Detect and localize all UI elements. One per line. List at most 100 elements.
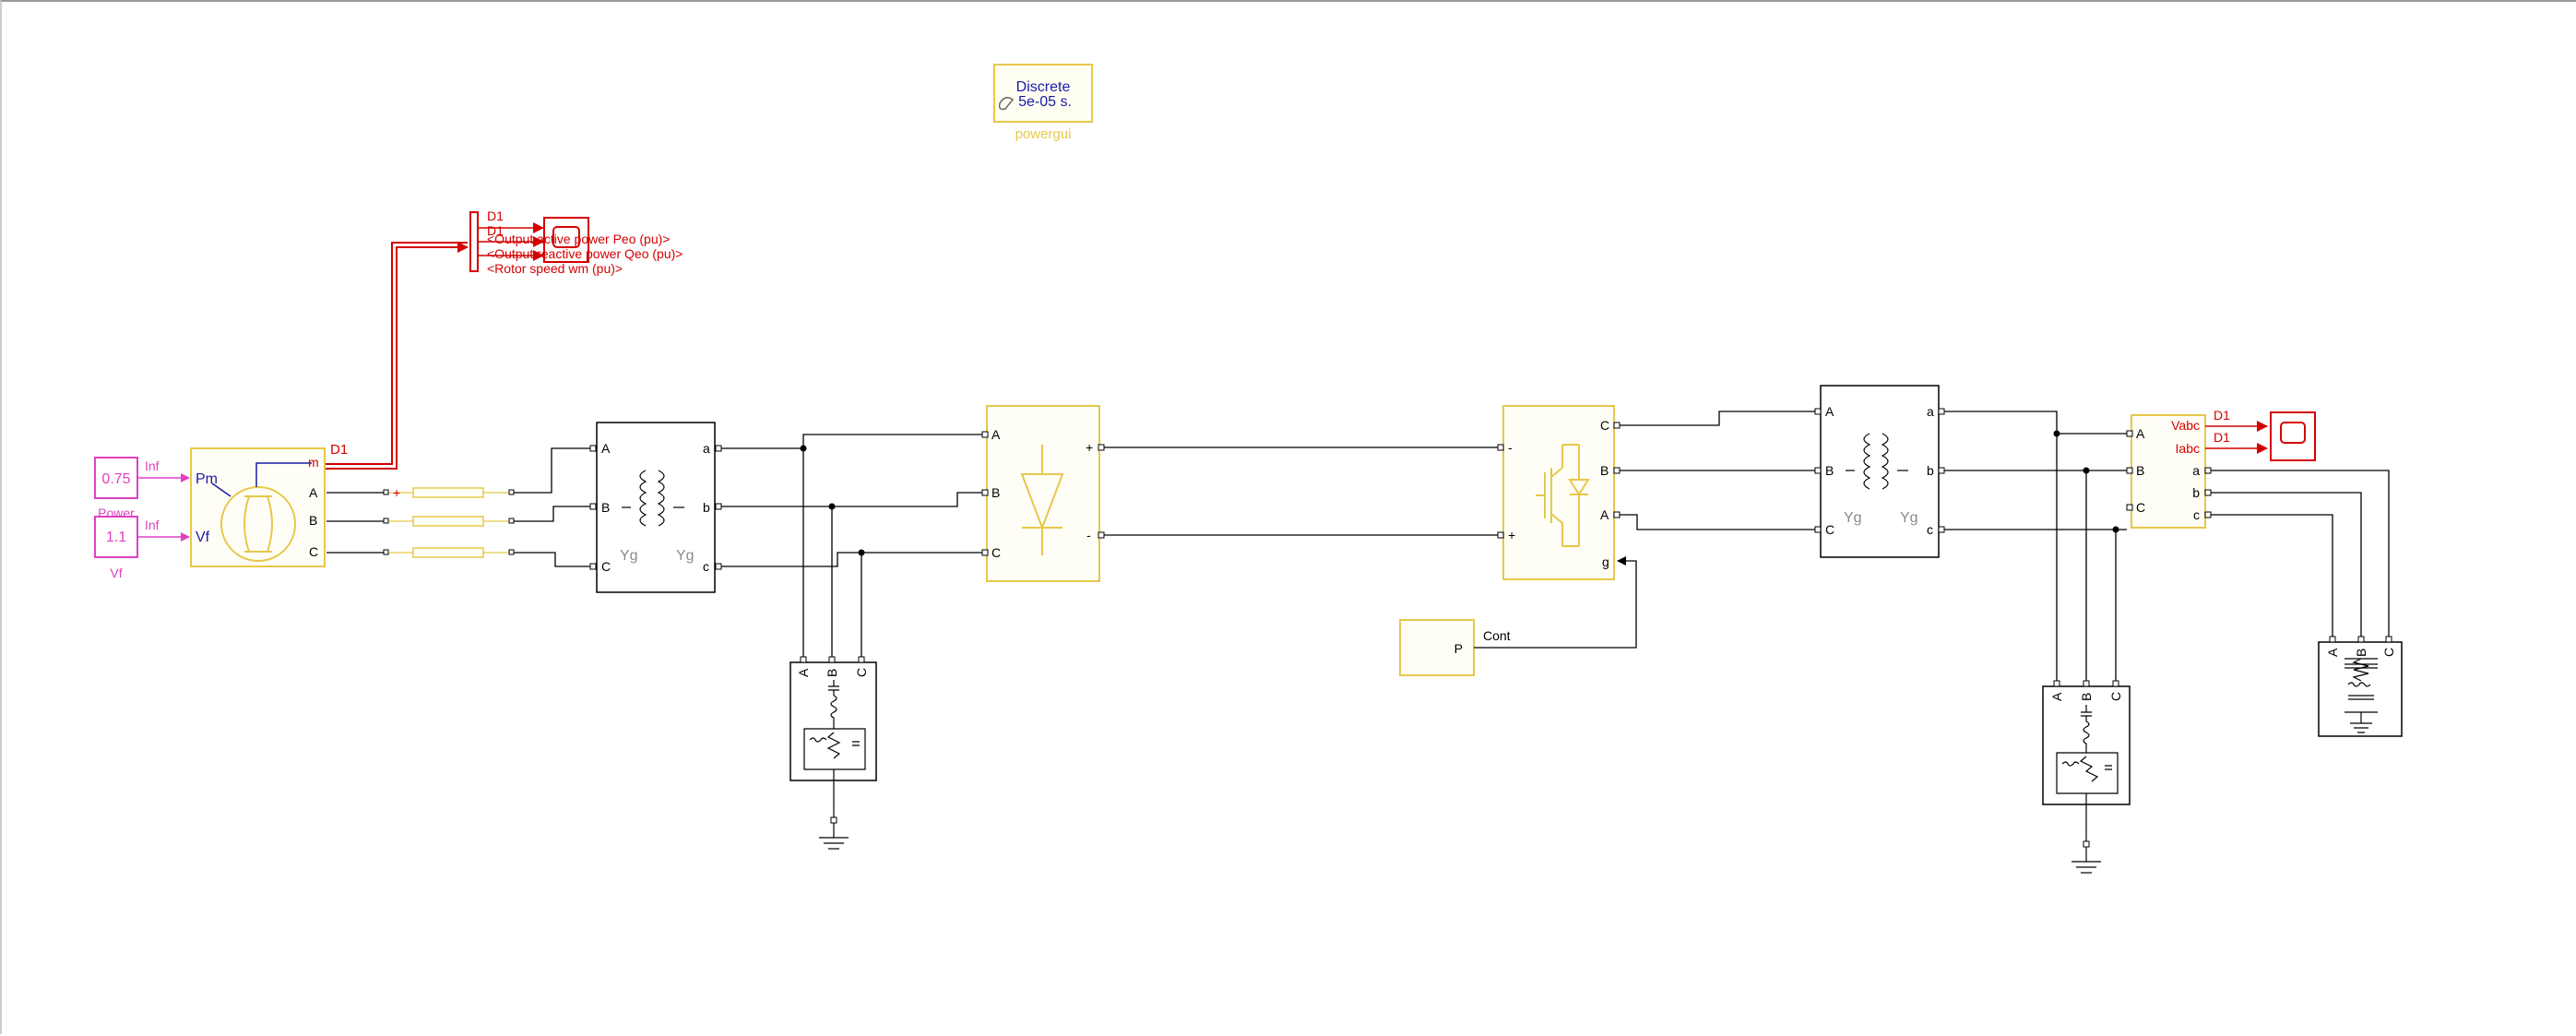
f1-port-C: C <box>854 668 869 677</box>
inv-port-A: A <box>1600 507 1609 522</box>
t1-winding2-label: Yg <box>676 548 694 564</box>
rect-port-B: B <box>991 485 1000 500</box>
dc-link-wires <box>1104 447 1498 536</box>
scope-screen-icon <box>552 226 580 248</box>
load-port-A: A <box>2325 648 2340 657</box>
t2-port-c: c <box>1927 522 1933 537</box>
machine-c-port: C <box>309 544 318 559</box>
meas-port-B: B <box>2136 463 2144 478</box>
meas-port-a: a <box>2192 463 2200 478</box>
t2-winding2-label: Yg <box>1900 510 1918 526</box>
rect-port-C: C <box>991 545 1001 560</box>
t2-port-B: B <box>1825 463 1834 478</box>
meas-port-C: C <box>2136 500 2145 515</box>
inv-port-g: g <box>1602 554 1609 569</box>
rlc-load-icon <box>2345 658 2378 733</box>
inv-port-minus: - <box>1508 440 1513 455</box>
f2-port-A: A <box>2049 692 2064 701</box>
scope-right[interactable] <box>2270 411 2316 461</box>
measurement-to-load-wires <box>2211 470 2390 637</box>
transformer-2-block[interactable]: A B C a b c Yg Yg <box>1814 385 1945 558</box>
scope-top[interactable] <box>543 217 589 263</box>
constant-vf-tag: Inf <box>145 518 160 532</box>
t2-port-A: A <box>1825 404 1834 419</box>
t1-to-rectifier-wires <box>721 434 982 657</box>
machine-rotor-icon <box>220 486 296 562</box>
diode-rectifier-block[interactable]: A B C + - <box>981 405 1105 582</box>
winding-icon <box>657 470 665 527</box>
powergui-block[interactable]: Discrete 5e-05 s. powergui <box>993 64 1093 142</box>
pi-section-line-c[interactable] <box>383 547 515 558</box>
t2-port-C: C <box>1825 522 1834 537</box>
rlc-filter-icon <box>2056 705 2119 806</box>
rect-port-plus: + <box>1086 440 1093 455</box>
inv-port-plus: + <box>1508 528 1515 542</box>
winding-icon <box>1863 433 1871 490</box>
bus-signal-wire[interactable] <box>325 242 469 470</box>
line-to-transformer1-wires <box>514 447 590 567</box>
harmonic-filter-1-block[interactable]: A B C <box>789 656 877 782</box>
harmonic-filter-2-block[interactable]: A B C <box>2042 680 2131 806</box>
machine-pm-port: Pm <box>196 471 218 487</box>
f1-port-B: B <box>825 669 839 677</box>
load-port-B: B <box>2354 649 2368 657</box>
measurement-signal-wires <box>2205 421 2268 454</box>
inv-port-B: B <box>1600 463 1609 478</box>
rect-port-minus: - <box>1086 528 1091 542</box>
t1-port-A: A <box>601 441 611 456</box>
vabc-signal-label: D1 <box>2214 408 2230 423</box>
transformer-1-block[interactable]: A B C a b c Yg Yg <box>589 422 722 593</box>
t1-port-c: c <box>703 559 709 574</box>
vi-measurement-block[interactable]: A B C Vabc Iabc a b c <box>2126 414 2212 529</box>
load-port-C: C <box>2381 648 2396 657</box>
t1-port-C: C <box>601 559 611 574</box>
mux-output-wires <box>478 222 544 261</box>
powergui-name: powergui <box>1015 126 1072 142</box>
mux-label-d1-a: D1 <box>487 208 504 223</box>
inv-port-C: C <box>1600 418 1609 433</box>
rotor-speed-label: <Rotor speed wm (pu)> <box>487 261 623 276</box>
meas-port-b: b <box>2192 485 2200 500</box>
t1-port-B: B <box>601 500 610 515</box>
meas-port-vabc: Vabc <box>2171 418 2200 433</box>
meas-port-iabc: Iabc <box>2176 441 2200 456</box>
f2-port-B: B <box>2079 693 2094 701</box>
pulse-signal-label: Cont <box>1483 628 1511 643</box>
pi-section-line-a[interactable] <box>383 487 515 498</box>
mux-block[interactable] <box>469 211 479 272</box>
wrench-icon <box>998 97 1015 111</box>
f1-port-A: A <box>796 668 811 677</box>
ground-1 <box>819 782 849 850</box>
machine-b-port: B <box>309 513 317 528</box>
scope-screen-icon <box>2280 422 2306 444</box>
winding-icon <box>1881 433 1889 490</box>
reactive-power-label: <Output reactive power Qeo (pu)> <box>487 246 683 261</box>
winding-icon <box>639 470 647 527</box>
t2-to-measurement-wires <box>1944 411 2127 681</box>
pulse-generator-block[interactable]: P Cont <box>1399 619 1511 676</box>
constant-power-block[interactable]: 0.75 Inf Power <box>94 457 160 520</box>
line-section-wires <box>326 492 509 554</box>
t1-port-b: b <box>703 500 710 515</box>
constant-vf-block[interactable]: 1.1 Inf Vf <box>94 516 160 580</box>
rlc-filter-icon <box>803 680 866 782</box>
t2-winding1-label: Yg <box>1844 510 1862 526</box>
powergui-step-text: 5e-05 s. <box>1018 94 1072 110</box>
constant-vf-name: Vf <box>110 566 122 580</box>
synchronous-machine-block[interactable]: Pm Vf m A B C D1 <box>190 442 348 567</box>
f2-port-C: C <box>2108 692 2123 701</box>
machine-vf-port: Vf <box>196 530 210 545</box>
t1-winding1-label: Yg <box>620 548 638 564</box>
gate-signal-wire <box>1474 556 1637 649</box>
igbt-inverter-block[interactable]: - + C B A g <box>1497 405 1620 580</box>
meas-port-c: c <box>2193 507 2200 522</box>
igbt-icon <box>1536 444 1590 547</box>
ground-2 <box>2071 806 2101 874</box>
three-phase-load-block[interactable]: A B C <box>2318 636 2403 737</box>
machine-signal-label: D1 <box>330 442 348 458</box>
pulse-port-P: P <box>1454 641 1463 656</box>
t1-port-a: a <box>703 441 710 456</box>
constant-power-tag: Inf <box>145 458 160 473</box>
machine-a-port: A <box>309 485 318 500</box>
